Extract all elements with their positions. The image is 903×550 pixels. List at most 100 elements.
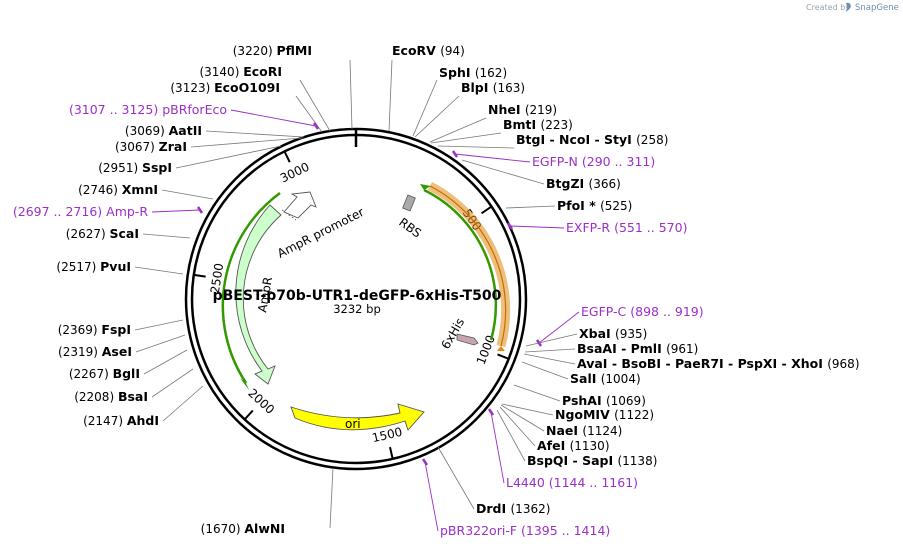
leader-line bbox=[414, 95, 460, 138]
site-pvui: (2517) PvuI bbox=[56, 259, 184, 275]
site-name: PvuI bbox=[100, 259, 131, 274]
site-label: EXFP-R (551 .. 570) bbox=[566, 220, 687, 235]
site-label: (2208) BsaI bbox=[74, 389, 148, 404]
site-position: (219) bbox=[525, 103, 557, 117]
site-label: (3123) EcoO109I bbox=[170, 80, 280, 95]
site-position: (2746) bbox=[78, 183, 122, 197]
site-pshai: PshAI (1069) bbox=[513, 384, 646, 408]
site-name: XbaI bbox=[579, 326, 615, 341]
site-name: PfoI * bbox=[557, 198, 600, 213]
site-position: (2208) bbox=[74, 390, 118, 404]
site-position: (366) bbox=[589, 177, 621, 191]
site-position: (1130) bbox=[570, 439, 610, 453]
leader-line bbox=[412, 79, 438, 137]
site-name: SphI bbox=[439, 65, 475, 80]
site-position: (3140) bbox=[199, 65, 243, 79]
site-label: (3107 .. 3125) pBRforEco bbox=[69, 102, 227, 117]
amp-promoter-feature bbox=[283, 191, 317, 219]
site-fspi: (2369) FspI bbox=[58, 319, 184, 337]
primer-mark bbox=[312, 122, 320, 130]
primer-egfp-n: EGFP-N (290 .. 311) bbox=[451, 150, 655, 169]
site-name: EGFP-C bbox=[581, 304, 630, 319]
site-position: (3067) bbox=[115, 140, 159, 154]
leader-line bbox=[437, 446, 475, 510]
site-label: (2951) SspI bbox=[98, 160, 172, 175]
site-position: (163) bbox=[493, 81, 525, 95]
site-bsaai-pmli: BsaAI - PmlI (961) bbox=[524, 341, 698, 356]
site-bspqi-sapi: BspQI - SapI (1138) bbox=[496, 409, 657, 468]
site-name: PshAI bbox=[562, 393, 606, 408]
ruler-tick-label: 2500 bbox=[208, 262, 226, 294]
leader-line bbox=[162, 385, 204, 422]
ruler-tick-label: 1000 bbox=[474, 333, 498, 367]
site-label: L4440 (1144 .. 1161) bbox=[506, 475, 638, 490]
leader-line bbox=[175, 145, 282, 169]
ruler-tick-mark bbox=[243, 409, 254, 421]
site-name: NheI bbox=[488, 102, 525, 117]
site-name: BtgI - NcoI - StyI bbox=[516, 132, 636, 147]
site-position: (258) bbox=[636, 133, 668, 147]
leader-line bbox=[329, 467, 334, 529]
site-name: pBRforEco bbox=[162, 102, 227, 117]
site-name: PflMI bbox=[276, 43, 312, 58]
site-label: (2369) FspI bbox=[58, 322, 131, 337]
site-blpi: BlpI (163) bbox=[414, 80, 525, 138]
ruler-tick-mark bbox=[193, 273, 206, 278]
leader-line bbox=[142, 233, 191, 239]
leader-line bbox=[134, 266, 184, 275]
ampr-label: AmpR bbox=[255, 276, 275, 314]
gfp-orange-arrowhead bbox=[497, 346, 505, 351]
leader-line bbox=[205, 130, 305, 138]
site-label: AfeI (1130) bbox=[537, 438, 610, 453]
site-label: NgoMIV (1122) bbox=[555, 407, 654, 422]
leader-line bbox=[134, 319, 184, 331]
site-position: (1144 .. 1161) bbox=[549, 475, 638, 490]
ori-label: ori bbox=[345, 417, 361, 431]
site-label: BtgZI (366) bbox=[546, 176, 621, 191]
leader-line bbox=[135, 334, 186, 353]
site-position: (968) bbox=[827, 357, 859, 371]
leader-line bbox=[509, 225, 565, 229]
site-label: PfoI * (525) bbox=[557, 198, 632, 213]
site-name: AfeI bbox=[537, 438, 570, 453]
site-xbai: XbaI (935) bbox=[525, 326, 647, 347]
leader-line bbox=[454, 153, 531, 163]
site-position: (3069) bbox=[125, 124, 169, 138]
leader-line bbox=[538, 311, 580, 344]
site-label: BlpI (163) bbox=[461, 80, 525, 95]
site-position: (1138) bbox=[617, 454, 657, 468]
site-name: XmnI bbox=[122, 182, 158, 197]
ruler-tick-label: 1500 bbox=[371, 425, 404, 445]
primer-mark bbox=[421, 458, 429, 466]
leader-line bbox=[161, 189, 214, 200]
ampr-dash bbox=[281, 209, 297, 221]
leader-line bbox=[143, 349, 188, 375]
site-position: (2319) bbox=[58, 345, 102, 359]
leader-line bbox=[513, 384, 561, 402]
site-name: NaeI bbox=[546, 423, 582, 438]
site-position: (94) bbox=[440, 44, 465, 58]
site-position: (3107 .. 3125) bbox=[69, 102, 162, 117]
leader-line bbox=[505, 205, 556, 209]
site-asei: (2319) AseI bbox=[58, 334, 186, 359]
site-aatii: (3069) AatII bbox=[125, 123, 305, 138]
site-ecori: (3140) EcoRI bbox=[199, 64, 331, 132]
site-name: DrdI bbox=[476, 501, 511, 516]
primer-exfp-r: EXFP-R (551 .. 570) bbox=[506, 220, 687, 235]
ruler-tick-label: 3000 bbox=[278, 160, 312, 186]
rbs-feature: RBS bbox=[396, 194, 424, 241]
site-label: NheI (219) bbox=[488, 102, 557, 117]
leader-line bbox=[295, 95, 323, 133]
site-position: (1670) bbox=[201, 522, 245, 536]
rbs-label: RBS bbox=[396, 215, 424, 240]
site-name: EcoRV bbox=[392, 43, 440, 58]
leader-line bbox=[299, 79, 331, 132]
site-label: PshAI (1069) bbox=[562, 393, 646, 408]
gfp-green-arc bbox=[423, 188, 498, 341]
site-name: L4440 bbox=[506, 475, 549, 490]
leader-line bbox=[349, 59, 353, 130]
leader-line bbox=[521, 361, 569, 380]
ampr-feature bbox=[235, 204, 282, 385]
site-bsai: (2208) BsaI bbox=[74, 368, 194, 404]
site-label: XbaI (935) bbox=[579, 326, 647, 341]
